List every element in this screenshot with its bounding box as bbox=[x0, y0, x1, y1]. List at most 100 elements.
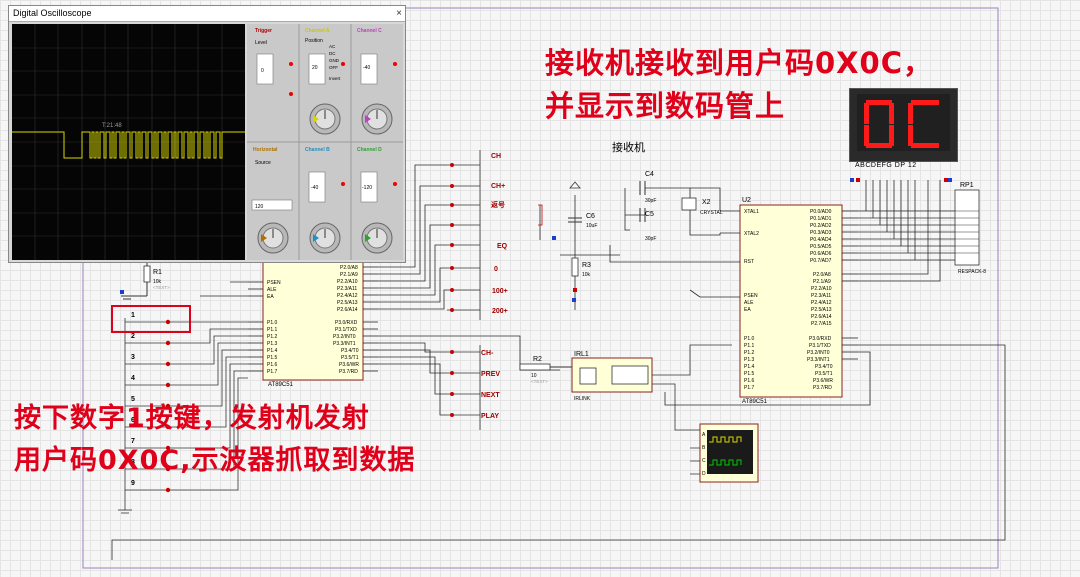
coupling-dc[interactable]: DC bbox=[329, 51, 336, 56]
c6-label: C6 bbox=[586, 213, 595, 220]
r1-placeholder: <TEXT> bbox=[153, 285, 170, 290]
key-label-ch-plus: CH+ bbox=[491, 183, 505, 190]
c5-label: C5 bbox=[645, 211, 654, 218]
transmitter-chip-label: AT89C51 bbox=[268, 382, 294, 388]
receiver-u2-label: U2 bbox=[742, 197, 751, 204]
coupling-off[interactable]: OFF bbox=[329, 65, 338, 70]
horizontal-source-label: Source bbox=[255, 160, 271, 166]
seven-segment-display bbox=[849, 88, 958, 162]
svg-text:P3.6/WR: P3.6/WR bbox=[339, 362, 359, 368]
channel-a-position-value: 20 bbox=[312, 65, 318, 71]
svg-text:P3.5/T1: P3.5/T1 bbox=[341, 355, 359, 361]
resistor-r2[interactable]: R2 10 <TEXT> bbox=[519, 356, 572, 384]
svg-text:A: A bbox=[702, 432, 706, 438]
svg-text:P3.1/TXD: P3.1/TXD bbox=[809, 343, 831, 349]
svg-text:P1.4: P1.4 bbox=[744, 364, 755, 370]
svg-text:P0.0/AD0: P0.0/AD0 bbox=[810, 209, 832, 215]
svg-text:P1.7: P1.7 bbox=[267, 369, 278, 375]
svg-text:P2.6/A14: P2.6/A14 bbox=[811, 314, 832, 320]
svg-text:P3.7/RD: P3.7/RD bbox=[339, 369, 358, 375]
svg-text:D: D bbox=[702, 471, 706, 477]
svg-text:P2.3/A11: P2.3/A11 bbox=[337, 286, 357, 292]
key-digit-6: 6 bbox=[131, 417, 135, 424]
coupling-gnd[interactable]: GND bbox=[329, 58, 340, 63]
svg-text:P3.2/INT0: P3.2/INT0 bbox=[333, 334, 356, 340]
key-digit-3: 3 bbox=[131, 354, 135, 361]
svg-text:P1.1: P1.1 bbox=[267, 327, 278, 333]
trigger-header: Trigger bbox=[255, 28, 272, 34]
ir-link[interactable]: IRL1 IRLINK bbox=[571, 344, 732, 431]
svg-text:B: B bbox=[702, 445, 706, 451]
resistor-r1[interactable]: R1 10k <TEXT> bbox=[121, 260, 170, 300]
svg-text:P3.6/WR: P3.6/WR bbox=[813, 378, 833, 384]
r2-label: R2 bbox=[533, 356, 542, 363]
svg-text:P0.6/AD6: P0.6/AD6 bbox=[810, 251, 832, 257]
svg-text:P2.2/A10: P2.2/A10 bbox=[811, 286, 832, 292]
r1-label: R1 bbox=[153, 269, 162, 276]
horizontal-position-value: 120 bbox=[255, 204, 264, 210]
svg-text:P1.0: P1.0 bbox=[267, 320, 278, 326]
x2-label: X2 bbox=[702, 199, 711, 206]
oscilloscope-graticule: T:21:48 bbox=[12, 24, 245, 260]
channel-b-header: Channel B bbox=[305, 147, 330, 153]
svg-text:P0.7/AD7: P0.7/AD7 bbox=[810, 258, 832, 264]
r2-placeholder: <TEXT> bbox=[531, 379, 548, 384]
receiver-passives[interactable]: C4 30pF C5 30pF C6 10uF R3 10k X2 CRYSTA… bbox=[538, 171, 723, 278]
svg-text:PSEN: PSEN bbox=[744, 293, 758, 299]
trace-channel-a bbox=[12, 131, 245, 159]
key-1-highlight bbox=[111, 305, 191, 333]
oscilloscope-titlebar[interactable]: Digital Oscilloscope × bbox=[9, 6, 405, 22]
receiver-annotation-line2: 并显示到数码管上 bbox=[545, 89, 786, 123]
coupling-ac[interactable]: AC bbox=[329, 44, 336, 49]
knob-group[interactable] bbox=[257, 103, 393, 254]
respack-rp1[interactable]: RP1 RESPACK-8 bbox=[954, 182, 986, 275]
svg-text:P1.3: P1.3 bbox=[744, 357, 755, 363]
mini-oscilloscope[interactable]: A B C D bbox=[690, 423, 759, 483]
svg-text:C: C bbox=[702, 458, 706, 464]
key-digit-1: 1 bbox=[131, 312, 135, 319]
trigger-level-value: 0 bbox=[261, 68, 264, 74]
svg-text:PSEN: PSEN bbox=[267, 280, 281, 286]
svg-text:P2.0/A8: P2.0/A8 bbox=[813, 272, 831, 278]
receiver-chip-label: AT89C51 bbox=[742, 399, 768, 405]
key-label-play: PLAY bbox=[481, 413, 499, 420]
coupling-invert[interactable]: Invert bbox=[329, 76, 341, 81]
channel-c-position-value: -40 bbox=[363, 65, 370, 71]
svg-text:P1.5: P1.5 bbox=[744, 371, 755, 377]
svg-text:P2.7/A15: P2.7/A15 bbox=[811, 321, 832, 327]
right-key-column[interactable]: CH CH+ 返号 EQ 0 100+ 200+ CH- PREV NEXT P… bbox=[447, 150, 508, 430]
key-label-0: 0 bbox=[494, 266, 498, 273]
svg-text:P0.5/AD5: P0.5/AD5 bbox=[810, 244, 832, 250]
channel-a-header: Channel A bbox=[305, 28, 330, 34]
svg-text:P2.1/A9: P2.1/A9 bbox=[813, 279, 831, 285]
svg-text:P1.6: P1.6 bbox=[267, 362, 278, 368]
transmitter-p2-wires bbox=[200, 164, 560, 416]
left-key-column[interactable]: 1 2 3 4 5 6 7 8 9 bbox=[111, 305, 248, 514]
svg-text:P3.7/RD: P3.7/RD bbox=[813, 385, 832, 391]
svg-text:P2.4/A12: P2.4/A12 bbox=[337, 293, 358, 299]
oscilloscope-control-panel[interactable]: Trigger Channel A Channel C Horizontal C… bbox=[247, 24, 403, 260]
svg-text:P1.4: P1.4 bbox=[267, 348, 278, 354]
close-button[interactable]: × bbox=[396, 8, 402, 19]
key-digit-7: 7 bbox=[131, 438, 135, 445]
pin-markers bbox=[120, 178, 952, 302]
svg-text:P1.6: P1.6 bbox=[744, 378, 755, 384]
svg-text:P2.2/A10: P2.2/A10 bbox=[337, 279, 358, 285]
svg-text:P3.2/INT0: P3.2/INT0 bbox=[807, 350, 830, 356]
transmitter-annotation-line1: 按下数字1按键，发射机发射 bbox=[14, 403, 370, 434]
svg-text:P1.5: P1.5 bbox=[267, 355, 278, 361]
rp1-name: RESPACK-8 bbox=[958, 269, 986, 275]
vcc-arrow bbox=[569, 181, 581, 189]
seven-segment-digits bbox=[857, 94, 950, 151]
key-digit-5: 5 bbox=[131, 396, 135, 403]
svg-text:P0.1/AD1: P0.1/AD1 bbox=[810, 216, 832, 222]
rp1-label: RP1 bbox=[960, 182, 974, 189]
svg-text:P1.3: P1.3 bbox=[267, 341, 278, 347]
svg-text:P1.1: P1.1 bbox=[744, 343, 755, 349]
oscilloscope-window[interactable]: Digital Oscilloscope × T:21:48 Trigger C… bbox=[8, 5, 406, 263]
svg-text:P1.2: P1.2 bbox=[744, 350, 755, 356]
svg-text:P1.7: P1.7 bbox=[744, 385, 755, 391]
